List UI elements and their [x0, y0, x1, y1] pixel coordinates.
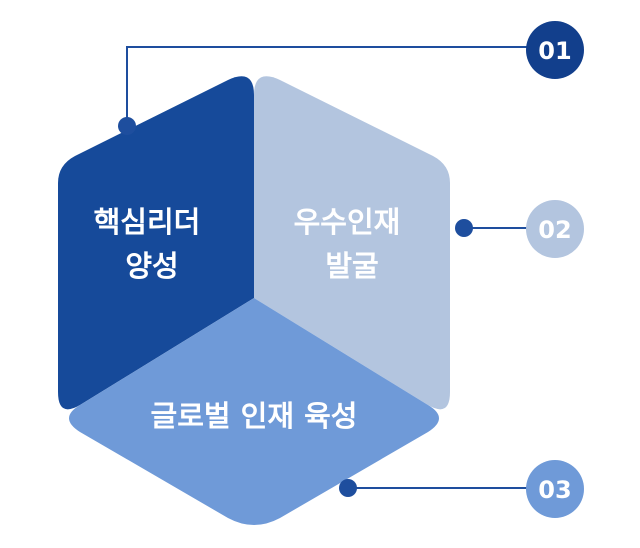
badge-02-label: 02: [538, 216, 571, 244]
connector-01: [118, 46, 532, 135]
connector-01-dot: [118, 117, 136, 135]
connector-02-dot: [455, 219, 473, 237]
segment-core-leader-line-1: 핵심리더: [94, 205, 201, 239]
segment-core-leader-line-2: 양성: [125, 249, 178, 283]
connector-01-line: [126, 46, 532, 126]
svg-text:우수인재 발굴: 우수인재 발굴: [294, 205, 411, 283]
badge-02-circle: [526, 200, 584, 258]
badge-01: 01: [526, 21, 584, 79]
badge-03-label: 03: [538, 476, 571, 504]
segment-global-talent-shape: [69, 298, 439, 525]
svg-text:글로벌 인재 육성: 글로벌 인재 육성: [151, 399, 358, 433]
connector-03: [339, 479, 532, 497]
segment-excellent-talent-line-1: 우수인재: [294, 205, 401, 239]
badge-01-circle: [526, 21, 584, 79]
segment-global-talent-line-1: 글로벌 인재 육성: [151, 399, 358, 433]
badge-03: 03: [526, 460, 584, 518]
segment-core-leader-shape: [58, 76, 254, 410]
segment-excellent-talent: 우수인재 발굴: [254, 76, 450, 410]
connector-02: [455, 219, 532, 237]
badge-02: 02: [526, 200, 584, 258]
badge-01-label: 01: [538, 37, 571, 65]
segment-excellent-talent-line-2: 발굴: [325, 249, 378, 283]
segment-excellent-talent-shape: [254, 76, 450, 410]
badge-03-circle: [526, 460, 584, 518]
segment-global-talent: 글로벌 인재 육성: [69, 298, 439, 525]
connector-03-dot: [339, 479, 357, 497]
svg-text:핵심리더 양성: 핵심리더 양성: [94, 205, 211, 283]
segment-core-leader: 핵심리더 양성: [58, 76, 254, 410]
